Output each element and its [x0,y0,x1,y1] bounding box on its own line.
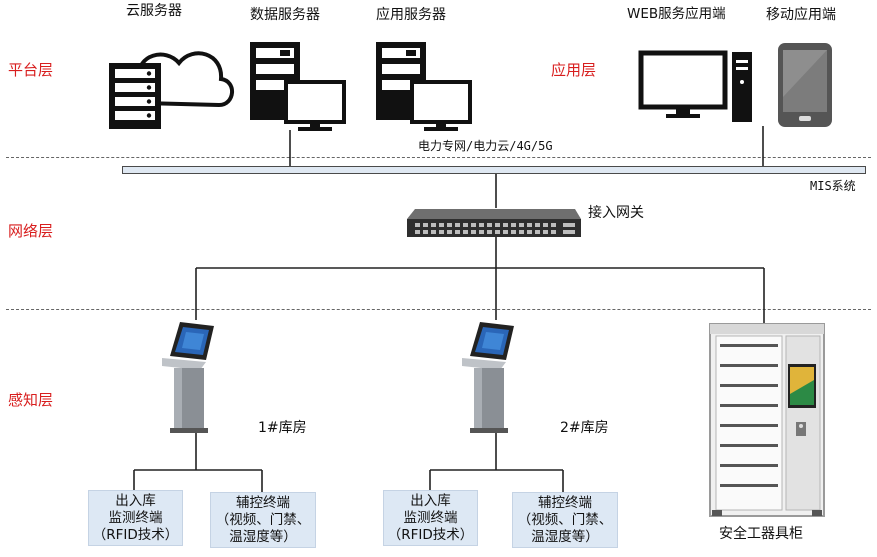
terminal-line: 出入库 [115,493,156,509]
server-monitor-icon [250,42,346,131]
label-network: 电力专网/电力云/4G/5G [418,139,553,153]
terminal-box-io-1: 出入库 监测终端 （RFID技术） [88,490,183,546]
terminal-line: 辅控终端 [538,495,592,511]
layer-label-network: 网络层 [8,222,54,240]
desktop-pc-icon [638,50,752,122]
label-app-server: 应用服务器 [376,7,446,23]
terminal-box-aux-1: 辅控终端 （视频、门禁、 温湿度等） [210,492,316,548]
label-cloud-server: 云服务器 [126,3,182,19]
kiosk-terminal-icon-2 [462,322,514,433]
layer-label-platform: 平台层 [8,61,54,79]
server-monitor-icon-app [376,42,472,131]
label-data-server: 数据服务器 [250,7,320,23]
terminal-line: 温湿度等） [229,529,297,545]
layer-label-perception: 感知层 [8,391,54,409]
tablet-icon [778,43,832,127]
mis-bus [122,166,866,174]
layer-label-application: 应用层 [551,61,597,79]
label-warehouse-2: 2#库房 [560,420,609,436]
separator-network-perception [6,309,871,310]
terminal-line: 监测终端 [403,510,458,526]
label-tool-cabinet: 安全工器具柜 [719,526,803,542]
label-gateway: 接入网关 [588,205,644,221]
label-mobile-app: 移动应用端 [766,7,836,23]
terminal-line: 温湿度等） [531,529,599,545]
terminal-line: 监测终端 [108,510,163,526]
terminal-line: 辅控终端 [236,495,290,511]
terminal-line: （RFID技术） [387,527,474,543]
kiosk-terminal-icon-1 [162,322,214,433]
terminal-line: 出入库 [410,493,451,509]
terminal-box-io-2: 出入库 监测终端 （RFID技术） [383,490,478,546]
label-web-app: WEB服务应用端 [627,6,726,22]
terminal-box-aux-2: 辅控终端 （视频、门禁、 温湿度等） [512,492,618,548]
tool-cabinet-icon [709,323,825,517]
server-cloud-icon [109,51,234,129]
terminal-line: （视频、门禁、 [215,512,311,528]
label-warehouse-1: 1#库房 [258,420,307,436]
network-switch-icon [407,209,581,237]
terminal-line: （RFID技术） [92,527,179,543]
terminal-line: （视频、门禁、 [517,512,613,528]
label-mis-system: MIS系统 [810,179,856,193]
separator-platform-network [6,157,871,158]
